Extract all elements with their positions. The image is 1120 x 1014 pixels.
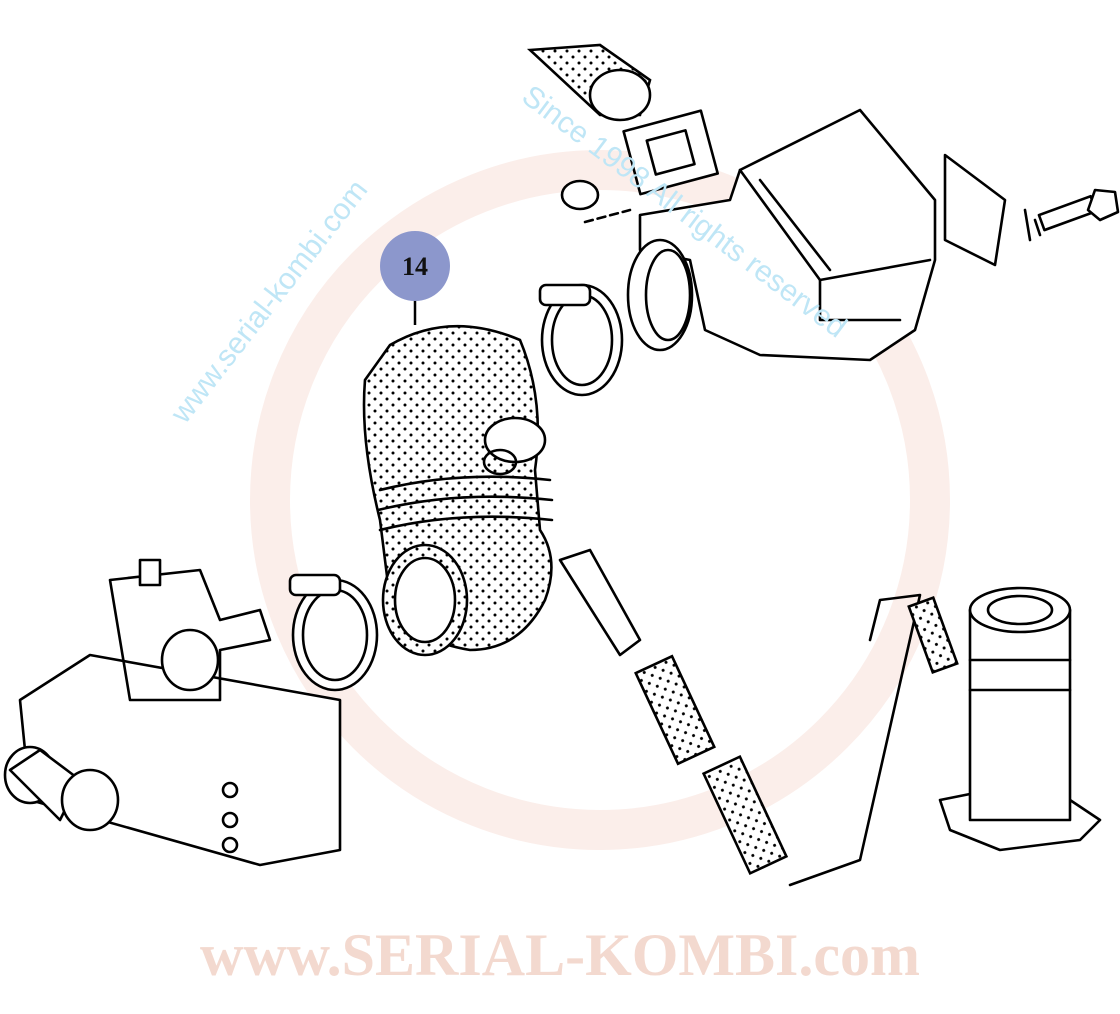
callout-label[interactable]: 14 xyxy=(402,252,428,281)
callout-circle[interactable] xyxy=(380,231,450,301)
callout-14[interactable]: 14 xyxy=(380,231,450,325)
watermark-brand: www.SERIAL-KOMBI.com xyxy=(200,922,920,988)
throttle-body-part xyxy=(3,558,342,867)
electrical-connector-part xyxy=(622,109,719,196)
hose-clamp-part xyxy=(288,573,379,692)
hose-clamp-part xyxy=(538,283,624,397)
cap-part xyxy=(560,179,632,224)
rubber-boot-part xyxy=(526,43,652,122)
gasket-part xyxy=(943,153,1007,267)
intake-hose-part-14 xyxy=(362,324,554,657)
bolt-part xyxy=(1023,188,1120,242)
sensor-hose-part xyxy=(558,548,922,887)
air-flow-meter-part xyxy=(626,108,937,362)
watermark-ring xyxy=(250,150,950,850)
pipe-flange-part xyxy=(907,586,1102,852)
